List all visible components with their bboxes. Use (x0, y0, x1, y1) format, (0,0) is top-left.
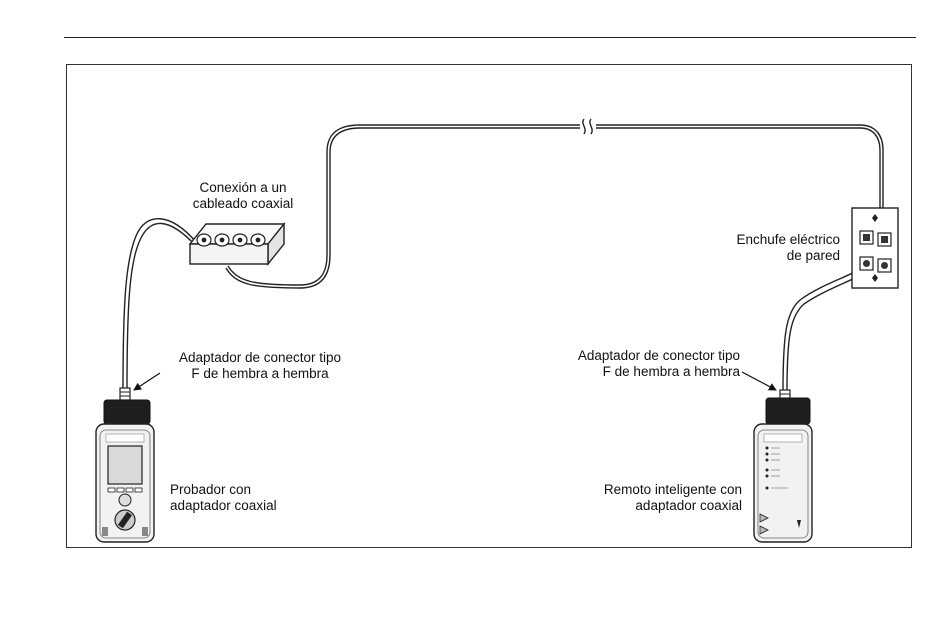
cable-tester-icon (96, 400, 154, 542)
tester-label: Probador con adaptador coaxial (170, 482, 320, 514)
smart-remote-icon (754, 398, 812, 542)
remote-label-line2: adaptador coaxial (560, 498, 742, 514)
wall-outlet-label: Enchufe eléctrico de pared (700, 232, 840, 264)
adapter-right-label: Adaptador de conector tipo F de hembra a… (536, 348, 740, 380)
tester-label-line2: adaptador coaxial (170, 498, 320, 514)
coax-splitter-icon (190, 224, 284, 264)
adapter-left-label: Adaptador de conector tipo F de hembra a… (160, 350, 360, 382)
tester-label-line1: Probador con (170, 482, 320, 498)
remote-label: Remoto inteligente con adaptador coaxial (560, 482, 742, 514)
wall-outlet-label-line2: de pared (700, 248, 840, 264)
coax-connection-label-line1: Conexión a un (178, 180, 308, 196)
wall-outlet-icon (852, 208, 898, 288)
remote-label-line1: Remoto inteligente con (560, 482, 742, 498)
coax-connection-label: Conexión a un cableado coaxial (178, 180, 308, 212)
adapter-right-label-line2: F de hembra a hembra (536, 364, 740, 380)
adapter-left-label-line1: Adaptador de conector tipo (160, 350, 360, 366)
coax-connection-label-line2: cableado coaxial (178, 196, 308, 212)
adapter-left-label-line2: F de hembra a hembra (160, 366, 360, 382)
cable-break-icon (583, 119, 592, 134)
f-adapter-left-icon (120, 388, 130, 400)
adapter-right-label-line1: Adaptador de conector tipo (536, 348, 740, 364)
wall-outlet-label-line1: Enchufe eléctrico (700, 232, 840, 248)
